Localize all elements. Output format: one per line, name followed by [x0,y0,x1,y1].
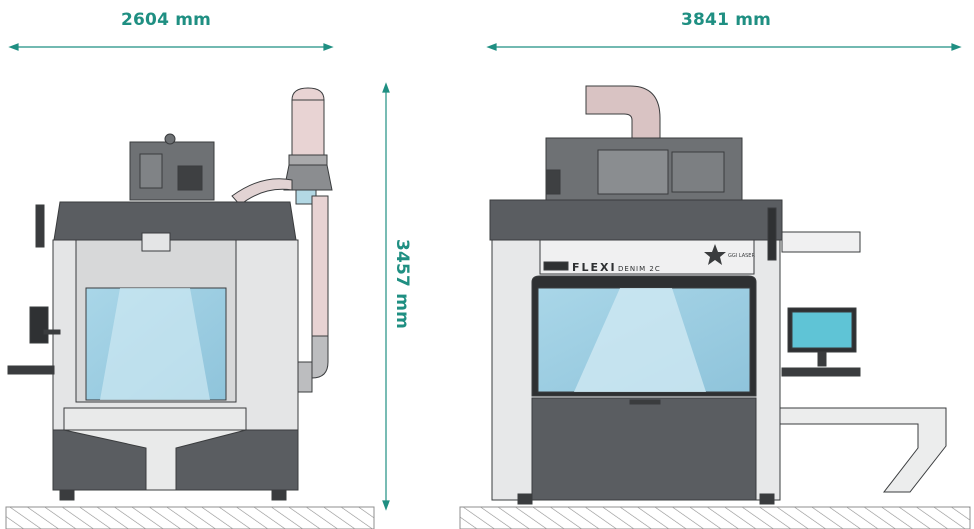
ggi-laser-logo: GGI LASER [704,244,755,265]
dimension-width-front: 3841 mm [681,10,772,30]
logo-text: GGI LASER [728,253,755,259]
ground-left [5,506,375,529]
machine-name: FLEXI [572,261,617,274]
arrow-width-side [8,43,334,51]
arrow-height [382,82,390,511]
side-view-machine [7,87,333,501]
front-view-machine [489,85,947,505]
dimension-width-side: 2604 mm [121,10,212,30]
ground-right [459,506,971,529]
arrow-width-front [486,43,962,51]
machine-model: DENIM 2C [618,265,661,273]
